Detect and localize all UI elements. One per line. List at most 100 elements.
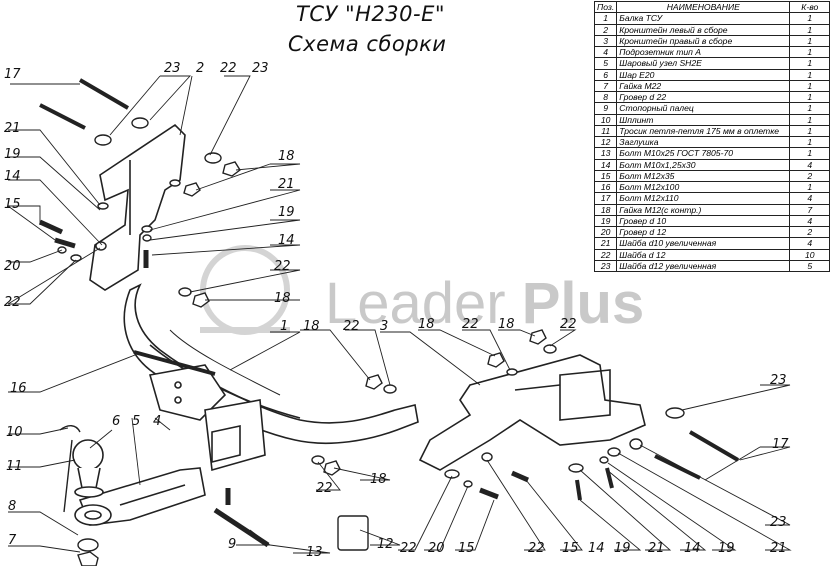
watermark-word-1: Leader [325, 271, 522, 336]
callout-23-right: 23 [770, 373, 787, 388]
row-qty: 1 [789, 23, 831, 36]
row-name: Гровер d 22 [616, 90, 791, 104]
row-pos: 15 [593, 169, 618, 183]
row-pos: 22 [593, 248, 618, 261]
ball-mount [74, 467, 206, 526]
callout-7: 7 [8, 533, 17, 548]
row-pos: 18 [593, 203, 618, 216]
callout-18-top: 18 [278, 149, 295, 164]
row-name: Болт M12x110 [616, 192, 791, 205]
callout-14-bottom-right: 14 [684, 541, 701, 556]
row-pos: 5 [593, 57, 618, 70]
row-qty: 1 [789, 45, 831, 59]
callout-5: 5 [132, 414, 140, 429]
row-qty: 2 [789, 225, 831, 239]
row-pos: 3 [593, 34, 618, 48]
row-name: Шайба d10 увеличенная [616, 237, 791, 250]
callout-20-left: 20 [4, 259, 21, 274]
row-qty: 1 [789, 135, 831, 149]
callout-14-bottom: 14 [588, 541, 605, 556]
callout-18-mid: 18 [274, 291, 291, 306]
row-name: Болт M10x25 ГОСТ 7805-70 [616, 147, 791, 160]
row-name: Шплинт [616, 113, 791, 126]
row-pos: 2 [593, 23, 618, 36]
row-pos: 11 [593, 124, 618, 138]
row-qty: 1 [789, 90, 831, 104]
callout-19-left: 19 [4, 147, 21, 162]
row-name: Подрозетник тип А [616, 45, 791, 59]
right-bracket [418, 354, 646, 471]
callout-2: 2 [196, 61, 204, 76]
row-name: Шар E20 [616, 68, 791, 81]
fasteners [38, 78, 740, 566]
row-qty: 7 [789, 203, 831, 216]
callout-16: 16 [10, 381, 27, 396]
callout-19-bottom-right: 19 [718, 541, 735, 556]
header-qty: К-во [789, 0, 831, 14]
row-qty: 4 [789, 237, 831, 250]
row-name: Гровер d 12 [616, 225, 791, 239]
callout-22-center: 22 [343, 319, 360, 334]
diagram-subtitle: Схема сборки [288, 32, 447, 56]
callout-18-bottom-center: 18 [370, 472, 387, 487]
row-name: Шайба d12 увеличенная [616, 259, 791, 273]
row-name: Шаровый узел SH2E [616, 57, 791, 70]
callout-22-top: 22 [220, 61, 237, 76]
callout-21-bottom: 21 [648, 541, 665, 556]
row-qty: 4 [789, 214, 831, 228]
row-name: Гайка M12(с контр.) [616, 203, 791, 216]
callout-21-mid: 21 [278, 177, 295, 192]
header-pos: Поз. [593, 0, 618, 14]
row-pos: 16 [593, 180, 618, 194]
callout-9: 9 [228, 537, 236, 552]
callout-18-right: 18 [418, 317, 435, 332]
callout-1: 1 [280, 319, 288, 334]
callout-22-right: 22 [462, 317, 479, 332]
row-name: Кронштейн левый в сборе [616, 23, 791, 36]
row-name: Болт M10x1,25x30 [616, 158, 791, 171]
socket-mount [148, 364, 266, 472]
row-name: Балка ТСУ [616, 12, 791, 25]
callout-15-bottom-left: 15 [458, 541, 475, 556]
callout-22-bottom-left: 22 [400, 541, 417, 556]
callout-22-bottom: 22 [528, 541, 545, 556]
row-qty: 5 [789, 259, 831, 273]
row-qty: 1 [789, 113, 831, 126]
diagram-title: ТСУ "H230-E" [296, 2, 446, 26]
callout-14-left: 14 [4, 169, 21, 184]
row-pos: 21 [593, 237, 618, 250]
row-qty: 1 [789, 12, 831, 25]
callout-12: 12 [377, 537, 394, 552]
row-pos: 12 [593, 135, 618, 149]
callout-15-left: 15 [4, 197, 21, 212]
callout-19-bottom: 19 [614, 541, 631, 556]
row-name: Шайба d 12 [616, 248, 791, 261]
row-name: Болт M12x100 [616, 180, 791, 194]
callout-23-top-right: 23 [252, 61, 269, 76]
row-pos: 23 [593, 259, 618, 273]
watermark-logo [200, 245, 290, 335]
watermark-word-2: Plus [521, 271, 645, 336]
callout-17-top-left: 17 [4, 67, 21, 82]
callout-22-mid: 22 [274, 259, 291, 274]
callout-21-left: 21 [4, 121, 21, 136]
row-name: Болт M12x35 [616, 169, 791, 183]
parts-table-header-row: Поз. НАИМЕНОВАНИЕ К-во [593, 0, 831, 14]
row-qty: 1 [789, 147, 831, 160]
callout-18-far-right: 18 [498, 317, 515, 332]
leader-lines [7, 75, 792, 554]
row-pos: 20 [593, 225, 618, 239]
